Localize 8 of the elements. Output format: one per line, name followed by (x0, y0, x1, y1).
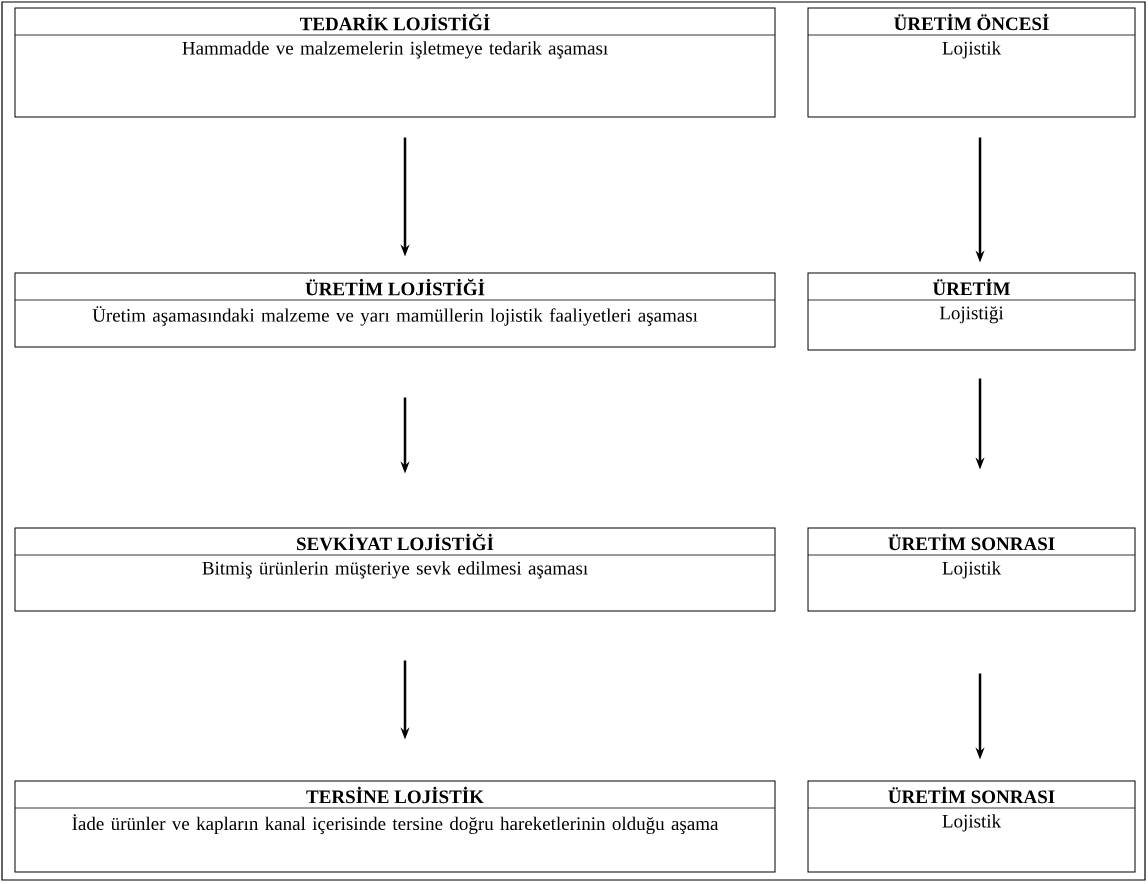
process-box: ÜRETİM Lojistiği (807, 272, 1136, 351)
process-box: ÜRETİM SONRASI Lojistik (807, 527, 1136, 612)
process-box: TERSİNE LOJİSTİK İade ürünler ve kapların kanal içerisinde tersine doğru hareketlerinin olduğu aşama (14, 780, 776, 873)
process-box: ÜRETİM SONRASI Lojistik (807, 780, 1136, 873)
process-box: TEDARİK LOJİSTİĞİ Hammadde ve malzemelerin işletmeye tedarik aşaması (14, 7, 776, 118)
process-box: ÜRETİM ÖNCESİ Lojistik (807, 7, 1136, 118)
process-box: ÜRETİM LOJİSTİĞİ Üretim aşamasındaki malzeme ve yarı mamüllerin lojistik faaliyetleri aşaması (14, 272, 776, 348)
process-box: SEVKİYAT LOJİSTİĞİ Bitmiş ürünlerin müşteriye sevk edilmesi aşaması (14, 527, 776, 612)
